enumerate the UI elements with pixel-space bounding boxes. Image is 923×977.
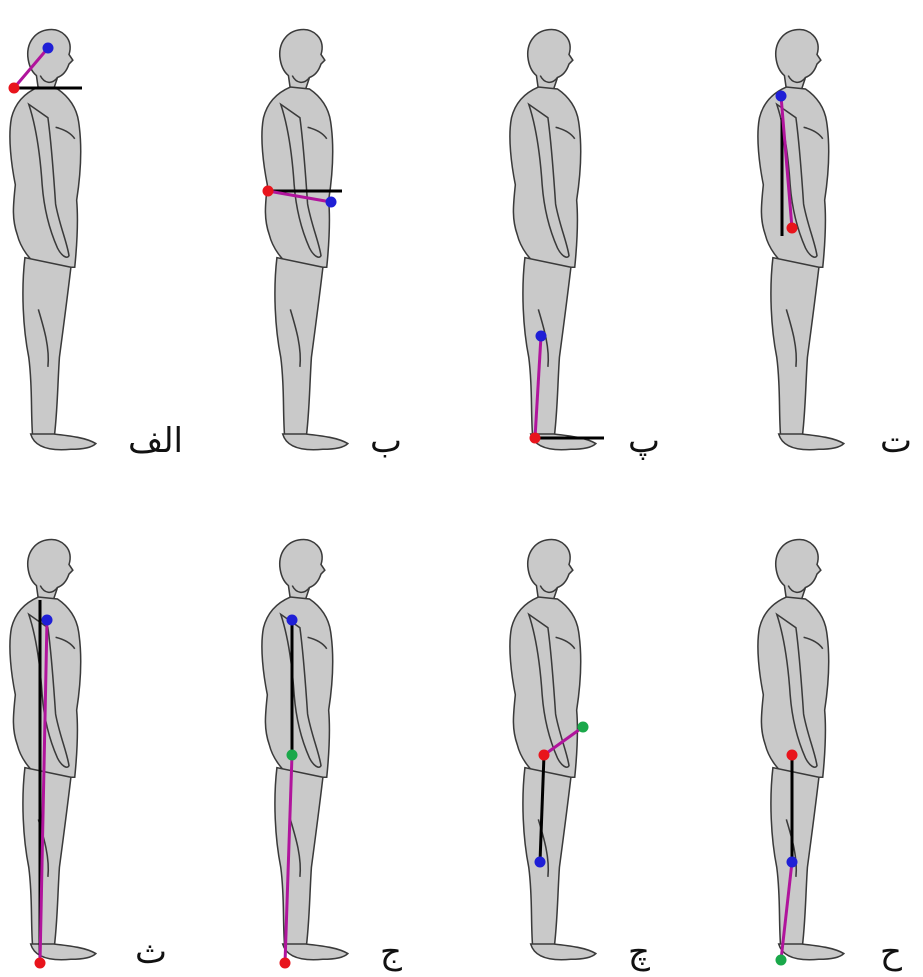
panel-label-che: چ [628,932,650,972]
red-landmark-marker-se [35,958,46,969]
blue-landmark-marker-alef [43,43,54,54]
blue-landmark-marker-jim [287,615,298,626]
body-figure-be [262,30,348,450]
panel-label-he: ح [880,932,902,972]
red-landmark-marker-te [787,223,798,234]
body-figure-te [758,30,844,450]
body-figure-jim [262,540,348,960]
bodies-layer [10,30,844,960]
green-landmark-marker-he [776,955,787,966]
markers-layer [9,43,798,969]
blue-landmark-marker-te [776,91,787,102]
red-landmark-marker-be [263,186,274,197]
blue-landmark-marker-se [42,615,53,626]
blue-landmark-marker-pe [536,331,547,342]
panel-label-pe: پ [628,421,660,461]
panel-label-se: ث [135,932,167,972]
green-landmark-marker-jim [287,750,298,761]
panel-label-alef: الف [128,421,183,461]
body-figure-alef [10,30,96,450]
blue-landmark-marker-he [787,857,798,868]
body-figure-he [758,540,844,960]
blue-landmark-marker-be [326,197,337,208]
red-landmark-marker-he [787,750,798,761]
red-landmark-marker-jim [280,958,291,969]
red-landmark-marker-pe [530,433,541,444]
blue-landmark-marker-che [535,857,546,868]
body-figure-pe [510,30,596,450]
panel-label-jim: ج [380,932,402,972]
lines-layer [14,48,792,963]
green-landmark-marker-che [578,722,589,733]
red-landmark-marker-che [539,750,550,761]
panel-label-te: ت [880,421,912,461]
panel-label-be: ب [370,421,402,461]
red-landmark-marker-alef [9,83,20,94]
body-figure-se [10,540,96,960]
